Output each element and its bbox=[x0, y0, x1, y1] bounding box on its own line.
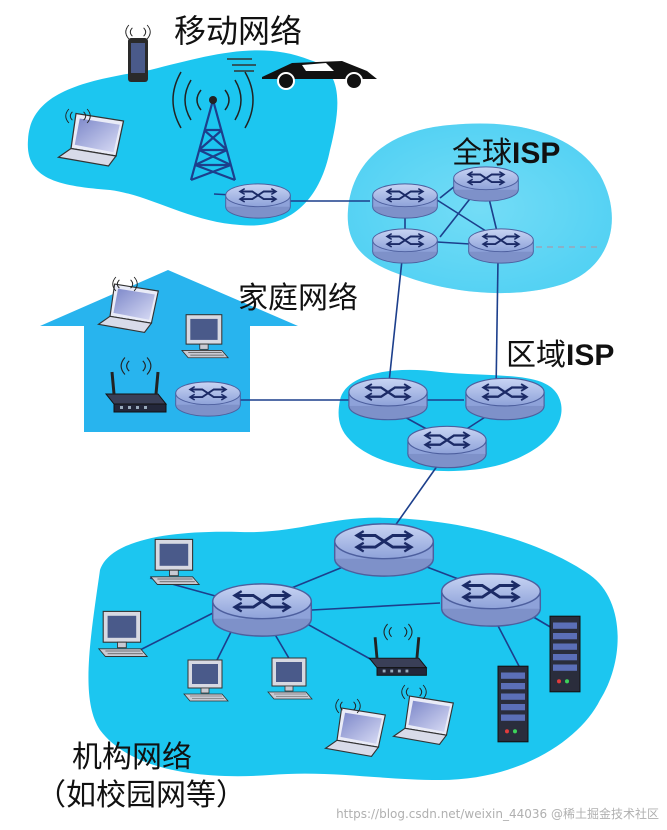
car-icon bbox=[227, 58, 377, 90]
router-icon-institution-1 bbox=[333, 522, 435, 578]
router-icon-global-4 bbox=[467, 227, 535, 265]
regional-isp-prefix: 区域 bbox=[506, 338, 566, 373]
cell-tower-icon bbox=[172, 71, 254, 182]
router-icon-home bbox=[174, 380, 242, 418]
router-icon-global-1 bbox=[371, 182, 439, 220]
router-icon-regional-2 bbox=[464, 377, 546, 421]
router-icon-global-3 bbox=[371, 227, 439, 265]
router-icon-mobile bbox=[224, 182, 292, 220]
mobile-network-cloud bbox=[27, 50, 338, 226]
institution-network-sublabel: （如校园网等） bbox=[36, 778, 246, 813]
home-desktop-icon bbox=[181, 314, 229, 359]
global-isp-prefix: 全球 bbox=[452, 136, 512, 171]
desktop-icon-4 bbox=[267, 657, 313, 700]
router-icon-global-2 bbox=[452, 165, 520, 203]
global-isp-suffix: ISP bbox=[512, 137, 561, 170]
home-network-label: 家庭网络 bbox=[238, 281, 358, 316]
global-isp-label: 全球ISP bbox=[452, 128, 560, 172]
server-icon-2 bbox=[549, 615, 581, 693]
regional-isp-label: 区域ISP bbox=[506, 330, 614, 374]
smartphone-icon bbox=[125, 24, 151, 82]
router-icon-regional-1 bbox=[347, 377, 429, 421]
router-icon-regional-3 bbox=[406, 425, 488, 469]
server-icon-1 bbox=[497, 665, 529, 743]
router-icon-institution-2 bbox=[211, 582, 313, 638]
router-icon-institution-3 bbox=[440, 572, 542, 628]
desktop-icon-1 bbox=[150, 538, 200, 586]
watermark: https://blog.csdn.net/weixin_44036 @稀土掘金… bbox=[336, 807, 659, 821]
regional-isp-suffix: ISP bbox=[566, 339, 615, 372]
mobile-network-label: 移动网络 bbox=[174, 12, 303, 50]
institution-network-label: 机构网络 bbox=[72, 740, 192, 775]
desktop-icon-3 bbox=[183, 659, 229, 702]
desktop-icon-2 bbox=[98, 610, 148, 658]
